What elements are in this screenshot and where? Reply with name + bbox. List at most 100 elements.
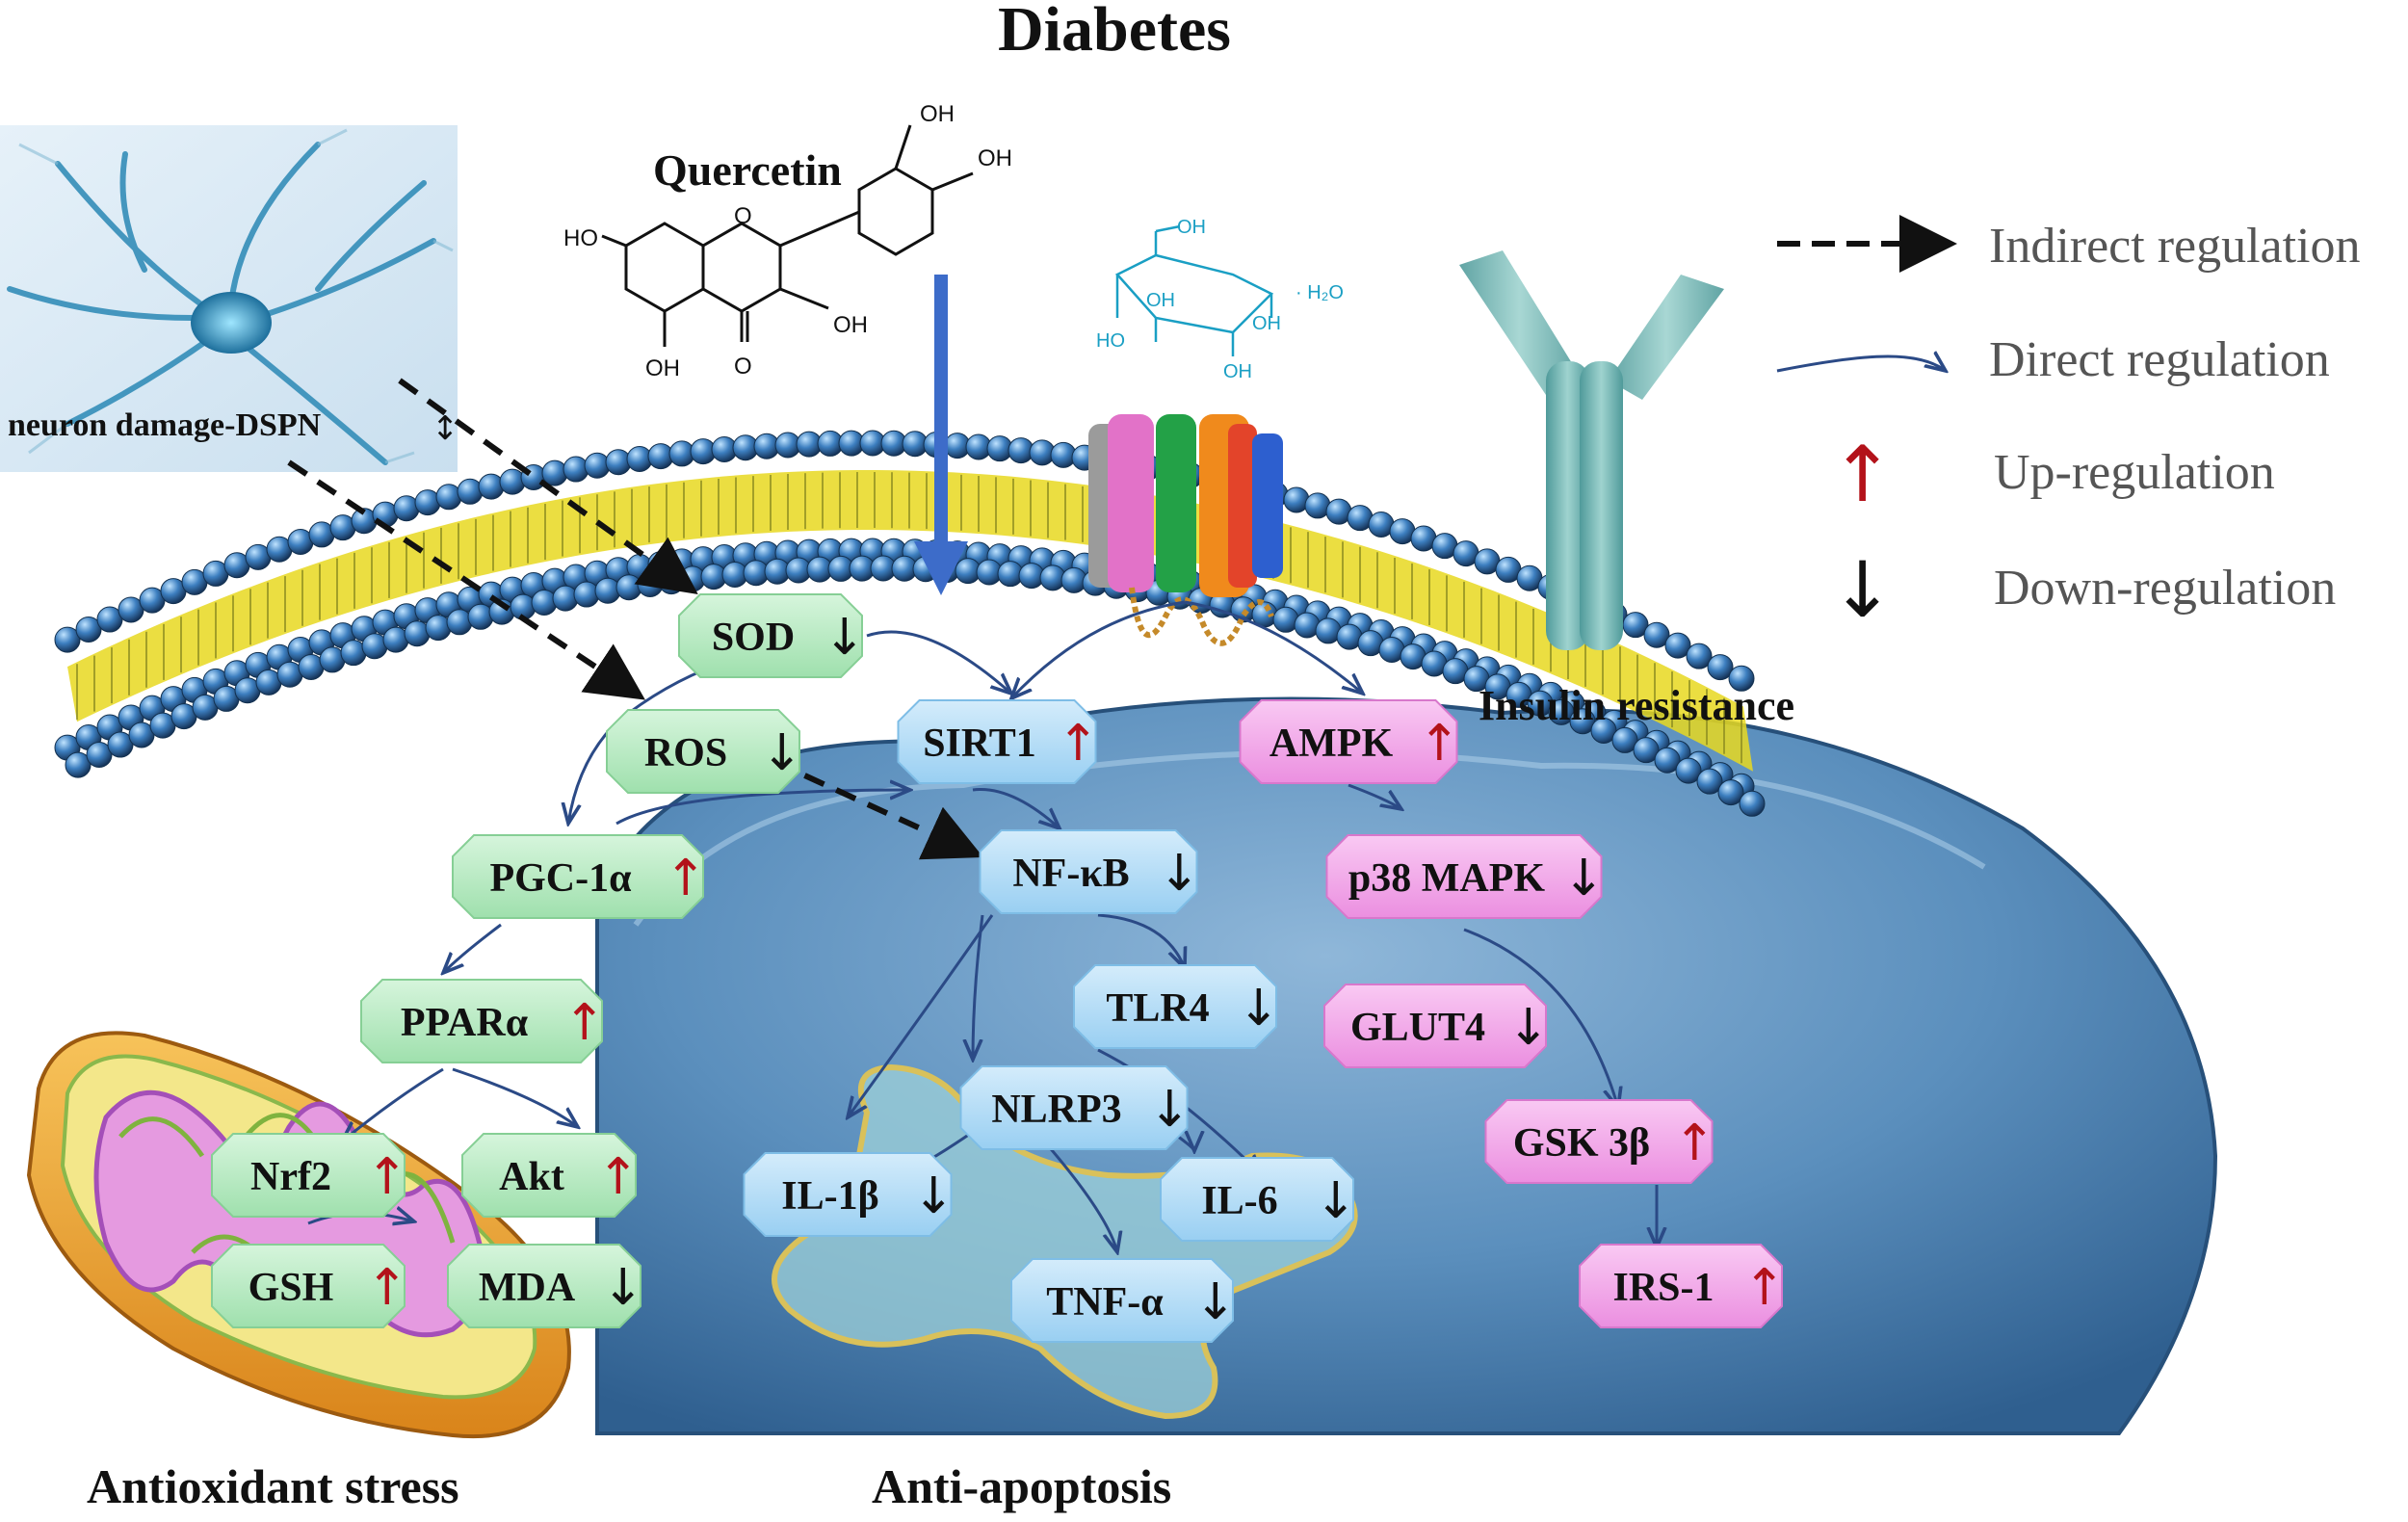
membrane-head (86, 741, 113, 768)
node-il6-label: IL-6 (1201, 1179, 1277, 1223)
legend-up-label: Up-regulation (1994, 445, 2275, 500)
node-pgc-label: PGC-1α (489, 856, 632, 901)
node-sirt1: SIRT1 ↑ (897, 699, 1100, 784)
node-nlrp3-shape (959, 1065, 1189, 1150)
node-sod-down-arrow: ↓ (824, 609, 866, 667)
ion-channel (1088, 414, 1283, 646)
membrane-head (478, 473, 505, 500)
node-p38: p38 MAPK↓ (1325, 834, 1605, 919)
membrane-head (552, 585, 579, 612)
membrane-head (1675, 757, 1702, 784)
membrane-head (96, 606, 123, 633)
membrane-head (1664, 632, 1691, 659)
node-ros-label: ROS (644, 731, 727, 775)
node-ppar-up-arrow: ↑ (563, 994, 606, 1052)
quercetin-ho-left: HO (563, 225, 598, 251)
node-nfkb: NF-κB↓ (979, 829, 1200, 914)
node-tnfa: TNF-α↓ (1010, 1258, 1237, 1343)
node-mda-down-arrow: ↓ (602, 1259, 644, 1317)
membrane-tails (67, 470, 1753, 772)
glucose-oh-2: OH (1146, 290, 1175, 311)
quercetin-oh-ring: OH (833, 312, 868, 338)
legend-down-label: Down-regulation (1994, 561, 2336, 616)
node-gsk3b-up-arrow: ↑ (1674, 1115, 1716, 1172)
node-il1b-label: IL-1β (781, 1174, 878, 1219)
membrane-head (107, 731, 134, 758)
node-pgc: PGC-1α ↑ (452, 834, 707, 919)
node-ampk-up-arrow: ↑ (1419, 715, 1461, 773)
membrane-head (75, 616, 102, 643)
anti-apoptosis-label: Anti-apoptosis (872, 1459, 1171, 1513)
glucose-hydrate: · H₂O (1296, 282, 1344, 303)
diagram-title: Diabetes (998, 0, 1231, 65)
direct-regulation-links (307, 600, 1657, 1252)
node-pgc-shape (452, 834, 704, 919)
node-il6-down-arrow: ↓ (1315, 1172, 1357, 1230)
quercetin-oh-top: OH (920, 101, 955, 127)
insulin-resistance-label: Insulin resistance (1479, 682, 1794, 729)
node-nlrp3-down-arrow: ↓ (1149, 1081, 1191, 1139)
node-ampk-shape (1239, 699, 1458, 784)
node-irs1-label: IRS-1 (1612, 1266, 1714, 1310)
node-irs1-shape (1579, 1244, 1783, 1328)
node-nlrp3-label: NLRP3 (991, 1088, 1121, 1132)
node-sirt1-up-arrow: ↑ (1058, 715, 1100, 773)
node-nrf2-label: Nrf2 (250, 1155, 331, 1199)
membrane-head (54, 626, 81, 653)
node-ros: ROS↓ (606, 709, 803, 794)
node-glut4-down-arrow: ↓ (1507, 999, 1550, 1057)
node-il1b: IL-1β ↓ (743, 1152, 955, 1237)
mitochondrion (26, 1031, 571, 1439)
node-mda: MDA ↓ (447, 1244, 644, 1328)
quercetin-oh-right: OH (978, 145, 1012, 171)
membrane-head (1643, 621, 1670, 648)
legend: Indirect regulation Direct regulation ↑ … (1776, 215, 2361, 635)
node-ampk: AMPK ↑ (1239, 699, 1461, 784)
node-nfkb-shape (979, 829, 1198, 914)
node-tlr4-down-arrow: ↓ (1238, 980, 1280, 1037)
regulation-nodes: SOD↓ROS↓PGC-1α↑PPARα↑Nrf2↑Akt↑GSH↑MDA↓SI… (211, 593, 1786, 1343)
node-tlr4-label: TLR4 (1106, 986, 1209, 1031)
legend-indirect-label: Indirect regulation (1989, 219, 2361, 274)
node-sirt1-label: SIRT1 (923, 722, 1036, 766)
insulin-receptor (1459, 250, 1724, 650)
node-nlrp3: NLRP3 ↓ (959, 1065, 1191, 1150)
node-p38-shape (1325, 834, 1603, 919)
node-glut4: GLUT4↓ (1323, 984, 1550, 1068)
node-irs1: IRS-1↑ (1579, 1244, 1786, 1328)
legend-up-symbol: ↑ (1830, 430, 1895, 519)
quercetin-label: Quercetin (653, 145, 842, 195)
node-tnfa-shape (1010, 1258, 1234, 1343)
node-tnfa-label: TNF-α (1046, 1280, 1164, 1325)
node-ros-shape (606, 709, 800, 794)
legend-down-symbol: ↓ (1830, 545, 1895, 635)
node-il1b-down-arrow: ↓ (913, 1168, 955, 1225)
quercetin-structure (601, 124, 974, 347)
membrane-head (1696, 768, 1723, 795)
legend-direct-swatch (1776, 356, 1946, 371)
node-akt: Akt↑ (461, 1133, 640, 1218)
node-pgc-up-arrow: ↑ (665, 850, 707, 907)
glucose-oh-1: OH (1177, 217, 1206, 238)
node-tlr4: TLR4 ↓ (1073, 964, 1280, 1049)
membrane-head (1739, 790, 1766, 817)
membrane-head (1654, 747, 1681, 774)
node-akt-up-arrow: ↑ (597, 1148, 640, 1206)
node-mda-label: MDA (479, 1266, 576, 1310)
node-sod-label: SOD (712, 616, 795, 660)
node-gsh-up-arrow: ↑ (366, 1259, 408, 1317)
neuron-image (0, 125, 458, 472)
node-gsh-shape (211, 1244, 406, 1328)
node-ppar-shape (360, 979, 603, 1063)
quercetin-o-ring: O (734, 203, 752, 229)
antioxidant-stress-label: Antioxidant stress (87, 1459, 459, 1513)
node-il6: IL-6 ↓ (1160, 1157, 1357, 1242)
neuron-label: neuron damage-DSPN (8, 407, 322, 443)
node-ampk-label: AMPK (1269, 722, 1394, 766)
legend-direct-label: Direct regulation (1989, 332, 2330, 387)
node-gsk3b: GSK 3β↑ (1484, 1099, 1716, 1184)
membrane-head (1611, 726, 1638, 753)
membrane-head (1728, 665, 1755, 692)
node-akt-shape (461, 1133, 637, 1218)
